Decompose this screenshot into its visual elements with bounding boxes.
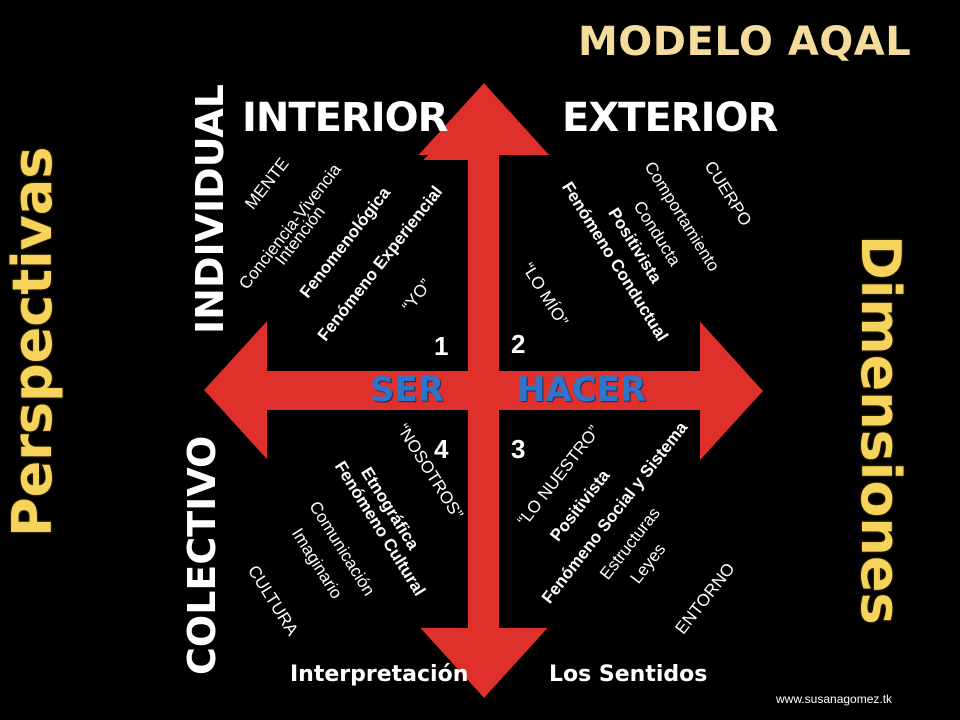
hacer-label: HACER [517,370,647,410]
slide-title: MODELO AQAL [578,19,912,65]
quadrant-2-number: 2 [511,329,526,359]
dimensiones-label: Dimensiones [849,235,912,625]
quadrant-3-number: 3 [511,434,526,464]
website-url: www.susanagomez.tk [776,692,893,706]
exterior-heading: EXTERIOR [562,95,778,141]
interior-heading: INTERIOR [242,95,448,141]
quadrant-1-number: 1 [434,331,449,361]
individual-label: INDIVIDUAL [188,83,232,334]
interpretacion-label: Interpretación [290,662,469,687]
perspectivas-label: Perspectivas [1,146,64,537]
ser-label: SER [370,370,444,410]
los-sentidos-label: Los Sentidos [549,662,708,687]
colectivo-label: COLECTIVO [180,435,224,675]
quadrant-4-number: 4 [434,434,449,464]
